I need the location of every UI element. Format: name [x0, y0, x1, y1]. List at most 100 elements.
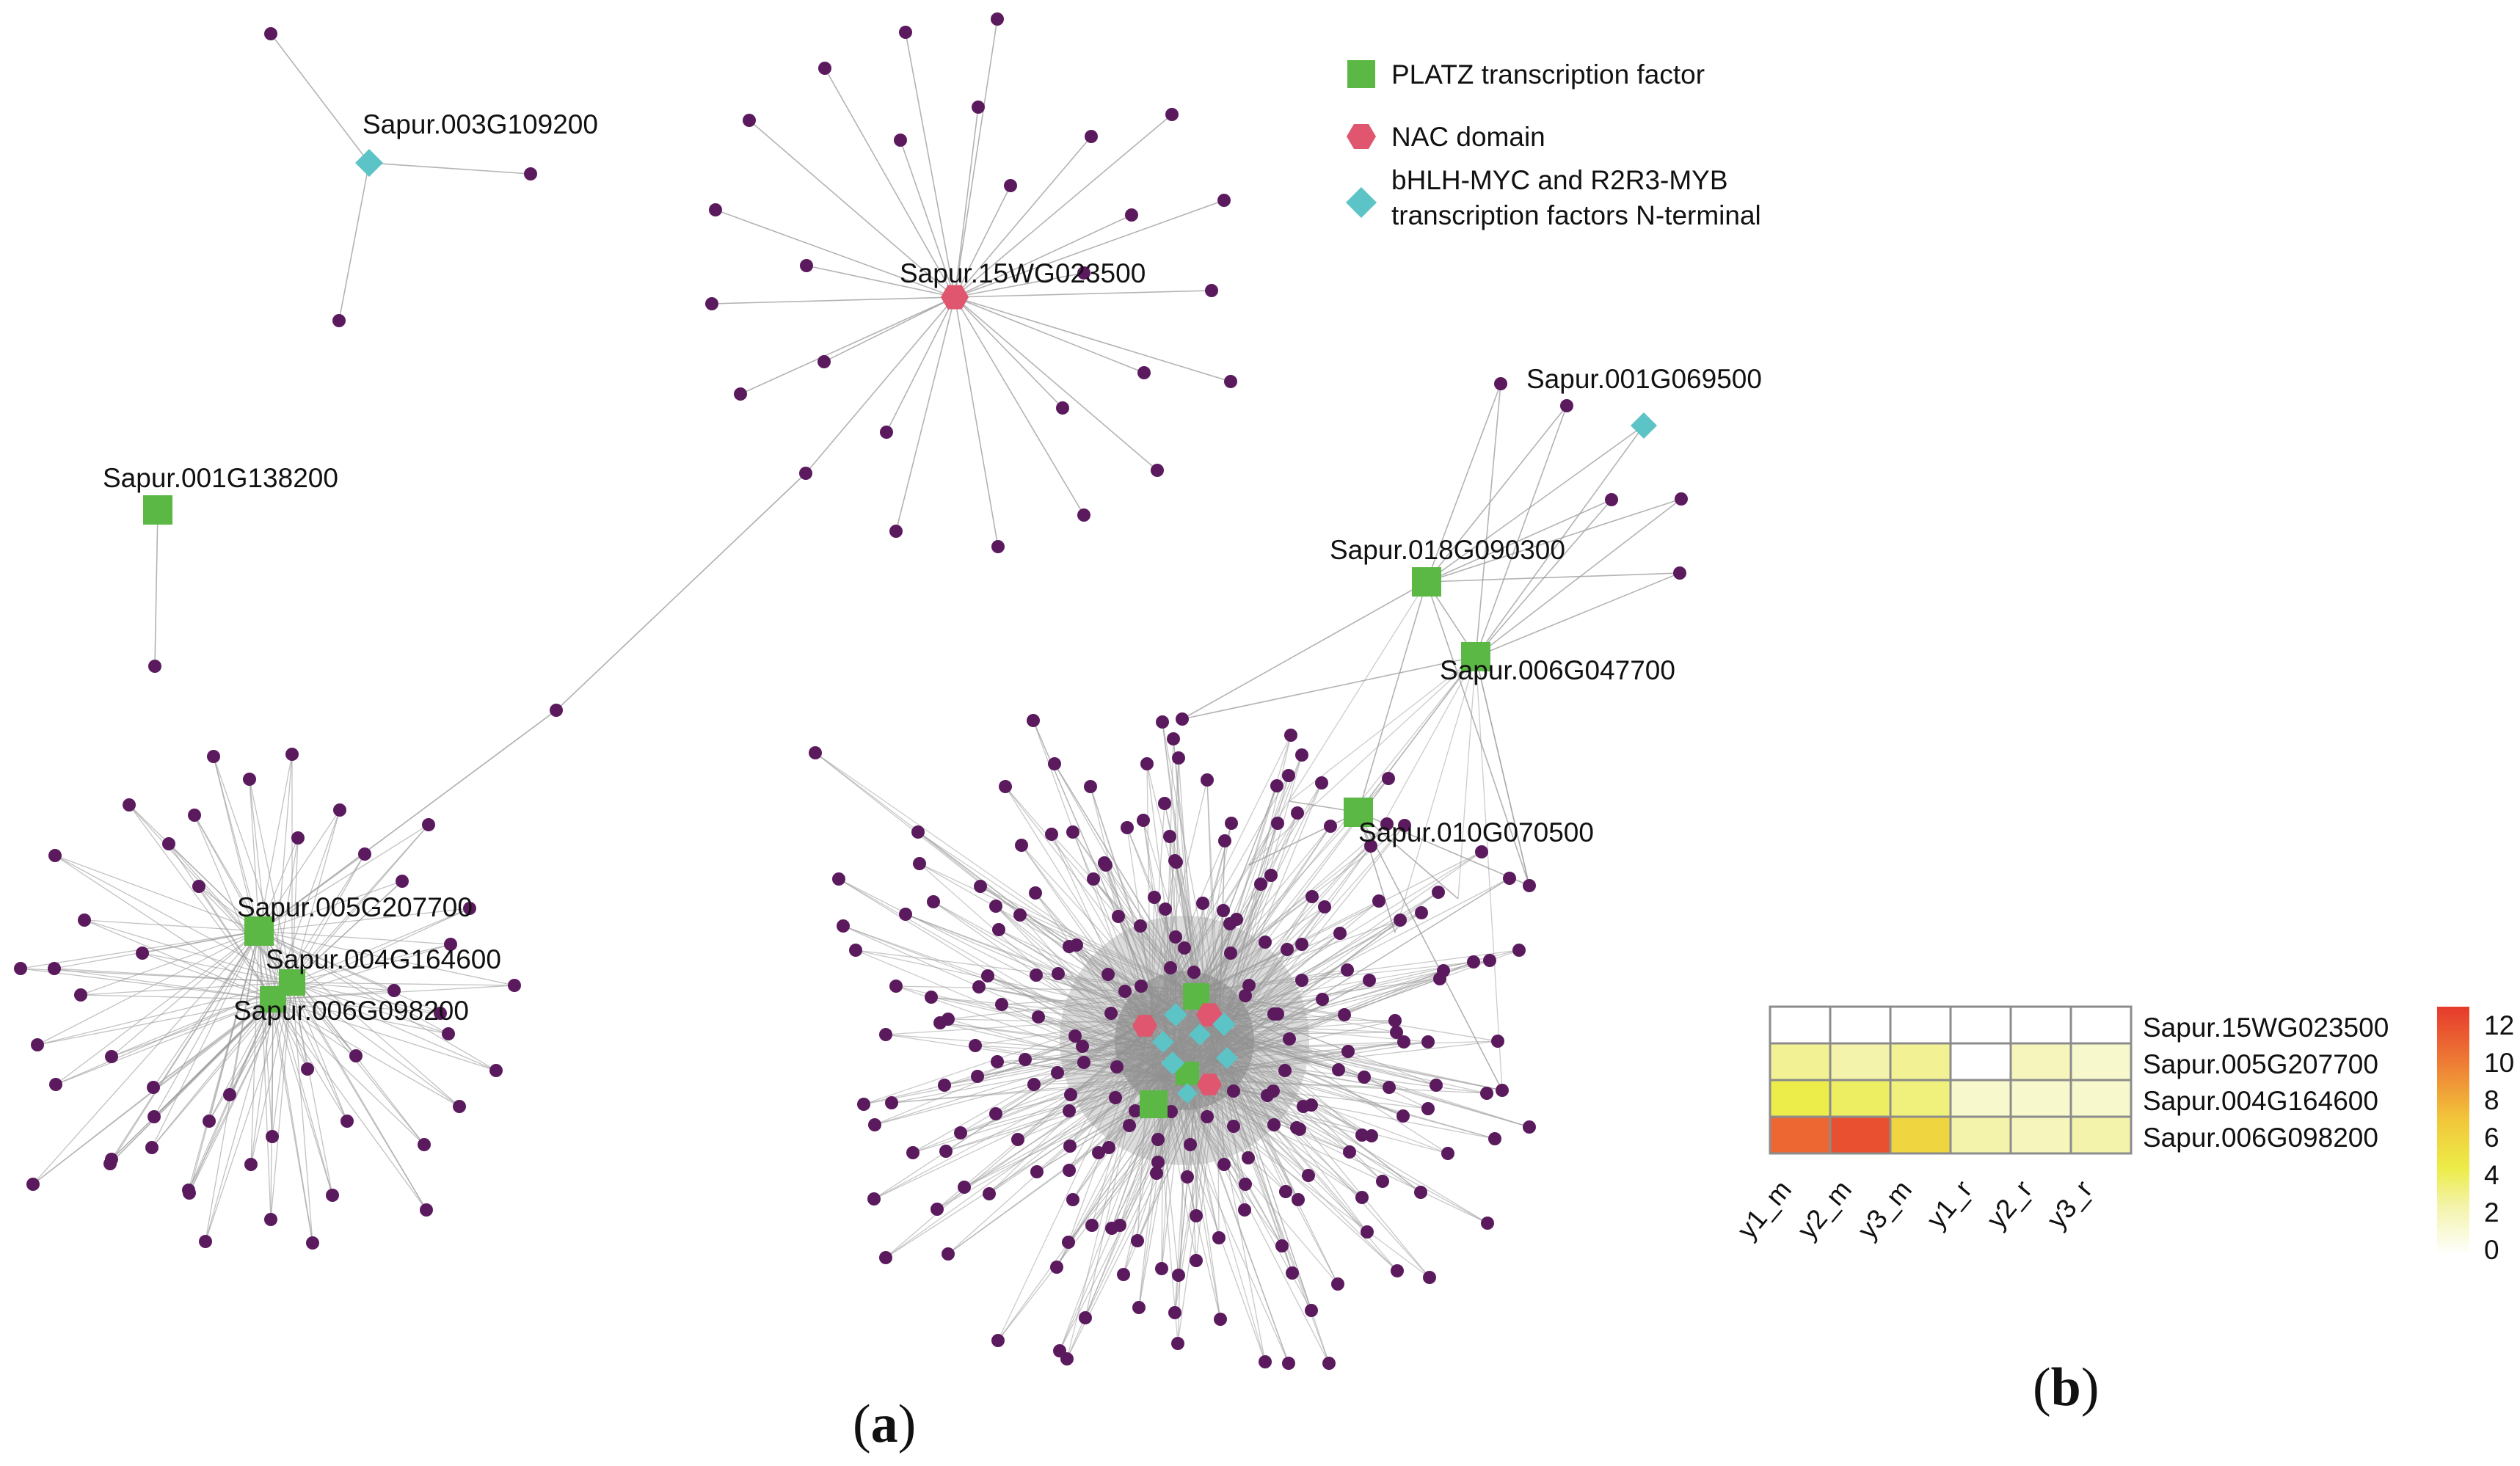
- gene-node: [349, 1049, 363, 1062]
- gene-node: [1264, 869, 1278, 882]
- network-edge: [905, 913, 1151, 1018]
- gene-node: [358, 847, 371, 861]
- gene-node: [857, 1098, 870, 1111]
- network-edge: [1475, 498, 1682, 657]
- network-edge: [205, 930, 260, 1242]
- network-edge: [1426, 405, 1567, 583]
- gene-node: [243, 773, 256, 786]
- heatmap-cell: [1769, 1042, 1832, 1082]
- gene-node: [832, 872, 845, 886]
- gene-node: [1361, 1225, 1374, 1239]
- gene-node: [1331, 1277, 1344, 1291]
- network-edge: [1475, 656, 1503, 1091]
- gene-node: [818, 62, 831, 75]
- network-edge: [258, 930, 348, 1122]
- network-edge: [272, 999, 425, 1145]
- gene-node: [1168, 1306, 1181, 1319]
- gene-node: [1475, 845, 1488, 858]
- colorbar-tick: 8: [2484, 1085, 2499, 1115]
- gene-node: [508, 979, 521, 992]
- network-edge: [1370, 656, 1476, 847]
- network-edge: [954, 114, 1173, 298]
- network-edge: [1177, 1059, 1218, 1344]
- gene-node: [1064, 1088, 1077, 1101]
- label-sapur-003g109200: Sapur.003G109200: [363, 109, 598, 139]
- gene-node: [1032, 1010, 1045, 1024]
- heatmap-row-label: Sapur.004G164600: [2143, 1086, 2378, 1116]
- gene-node: [1085, 1219, 1099, 1232]
- gene-node: [105, 1050, 118, 1063]
- network-edge: [194, 814, 293, 983]
- gene-node: [734, 387, 747, 401]
- network-edge: [1358, 812, 1503, 1091]
- gene-node: [989, 1107, 1002, 1120]
- gene-node: [991, 540, 1005, 553]
- panel-b-close: ): [2081, 1357, 2100, 1418]
- network-edge: [885, 1050, 1176, 1258]
- gene-node: [1376, 1175, 1389, 1188]
- gene-node: [444, 938, 457, 951]
- central-hub-core: [1060, 916, 1309, 1165]
- gene-node: [1217, 904, 1230, 917]
- gene-node: [1343, 1145, 1356, 1159]
- gene-node: [1315, 776, 1328, 789]
- bhlh-myc-node: [355, 149, 383, 177]
- network-edge: [368, 162, 531, 175]
- network-edge: [1219, 1034, 1530, 1128]
- gene-node: [1225, 817, 1238, 830]
- gene-node: [1176, 712, 1189, 726]
- gene-node: [266, 1130, 279, 1143]
- gene-node: [981, 969, 994, 982]
- heatmap-cell: [2009, 1042, 2072, 1082]
- network-edge: [291, 982, 460, 1107]
- gene-node: [1151, 464, 1164, 477]
- gene-node: [1184, 1138, 1197, 1151]
- nac-node: [1197, 1073, 1222, 1095]
- network-edge: [1217, 878, 1510, 1060]
- gene-node: [899, 26, 912, 39]
- gene-node: [1178, 941, 1191, 955]
- gene-node: [974, 880, 987, 893]
- gene-node: [1066, 825, 1079, 839]
- network-edge: [151, 930, 260, 1148]
- gene-node: [31, 1038, 44, 1051]
- gene-node: [958, 1181, 971, 1194]
- gene-node: [991, 1334, 1005, 1347]
- gene-node: [1305, 1304, 1318, 1317]
- gene-node: [1432, 886, 1445, 899]
- gene-node: [463, 902, 476, 915]
- network-edge: [954, 106, 979, 298]
- gene-node: [1224, 947, 1237, 960]
- gene-node: [333, 803, 346, 817]
- gene-node: [1239, 1178, 1252, 1191]
- panel-label-a: (a): [853, 1394, 916, 1454]
- panel-label-b: (b): [2033, 1357, 2099, 1418]
- label-sapur-15wg023500: Sapur.15WG023500: [900, 258, 1146, 288]
- network-edge: [291, 982, 449, 1035]
- gene-node: [1279, 1185, 1292, 1198]
- network-edge: [1457, 656, 1476, 900]
- gene-node: [550, 704, 563, 717]
- network-edge: [895, 296, 955, 532]
- gene-node: [524, 167, 537, 180]
- network-edge: [1475, 383, 1501, 657]
- network-edge: [258, 837, 299, 932]
- gene-node: [1062, 1236, 1075, 1249]
- gene-node: [1283, 1032, 1296, 1046]
- gene-node: [1052, 967, 1065, 980]
- network-edge: [250, 930, 260, 1165]
- network-edge: [885, 1017, 1151, 1035]
- gene-node: [1201, 773, 1214, 787]
- gene-node: [1227, 1120, 1240, 1133]
- network-edge: [205, 999, 274, 1242]
- gene-node: [991, 1055, 1004, 1068]
- network-edge: [1426, 581, 1530, 886]
- gene-node: [1491, 1035, 1504, 1048]
- gene-node: [203, 1115, 216, 1128]
- gene-node: [983, 1187, 996, 1200]
- gene-node: [136, 947, 149, 960]
- network-edge: [1426, 383, 1501, 583]
- colorbar-tick: 0: [2484, 1235, 2499, 1265]
- network-edge: [32, 930, 260, 1185]
